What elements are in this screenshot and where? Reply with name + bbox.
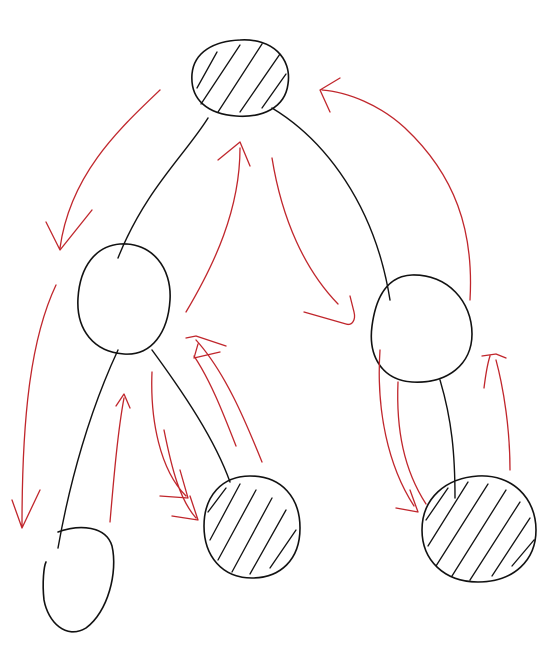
node-left-child xyxy=(77,243,171,355)
edge-left-child-to-left-right-leaf xyxy=(151,349,231,483)
arrow-left-child-to-left-right-leaf-2 xyxy=(163,429,199,521)
tree-edges xyxy=(57,107,456,549)
node-root-hatching xyxy=(196,43,287,113)
node-left-right-leaf xyxy=(203,475,301,579)
arrow-left-child-to-left-right-leaf xyxy=(151,371,189,499)
node-right-child-outline xyxy=(370,274,473,383)
node-right-leaf-outline xyxy=(421,475,537,583)
node-right-child xyxy=(370,274,473,383)
arrow-right-child-to-root xyxy=(319,77,472,301)
edge-root-to-left-child xyxy=(117,117,209,259)
node-left-right-leaf-hatching xyxy=(207,483,297,575)
node-left-left-leaf xyxy=(42,526,115,633)
edge-right-child-to-right-leaf xyxy=(439,379,456,499)
arrow-left-child-to-root xyxy=(185,141,251,313)
arrow-root-to-left-child xyxy=(45,89,161,251)
traversal-arrows xyxy=(11,77,511,529)
arrow-root-to-right-child xyxy=(271,157,356,326)
arrow-left-child-to-left-left-leaf xyxy=(11,284,57,529)
arrow-left-left-leaf-to-left-child xyxy=(109,393,131,523)
node-left-child-outline xyxy=(77,243,171,355)
node-right-leaf xyxy=(421,475,537,583)
edge-left-child-to-left-left-leaf xyxy=(57,349,119,549)
arrow-left-right-leaf-to-left-child xyxy=(185,335,263,463)
node-left-left-leaf-outline xyxy=(42,526,115,633)
node-root xyxy=(191,39,290,118)
node-root-outline xyxy=(191,39,290,118)
tree-nodes xyxy=(42,39,537,633)
node-right-leaf-hatching xyxy=(425,481,535,581)
arrow-right-leaf-to-right-child xyxy=(481,353,511,471)
node-left-right-leaf-outline xyxy=(203,475,301,579)
edge-root-to-right-child xyxy=(271,107,391,301)
arrow-right-child-to-right-leaf xyxy=(378,349,427,513)
